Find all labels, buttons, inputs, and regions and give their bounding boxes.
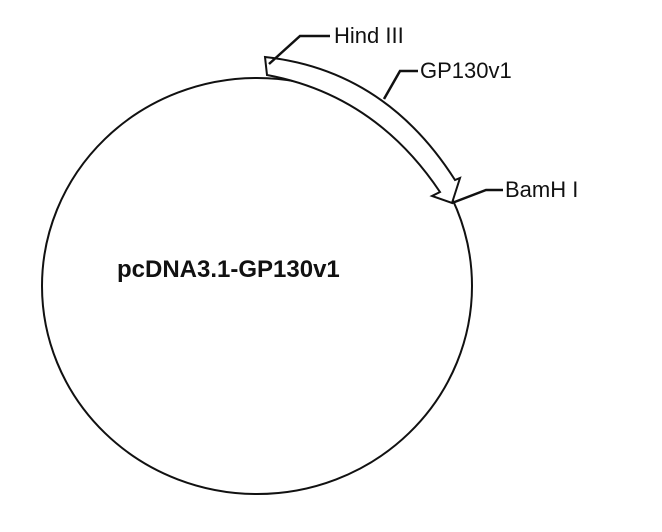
bamhi-site-label: BamH I	[505, 177, 579, 202]
insert-leader-line	[382, 69, 418, 100]
insert-label: GP130v1	[420, 58, 512, 83]
plasmid-name: pcDNA3.1-GP130v1	[117, 256, 340, 283]
hindiii-site-label: Hind III	[334, 23, 404, 48]
plasmid-backbone-circle	[41, 77, 473, 495]
bamhi-leader-line	[451, 188, 503, 205]
hindiii-leader-line	[268, 34, 330, 65]
